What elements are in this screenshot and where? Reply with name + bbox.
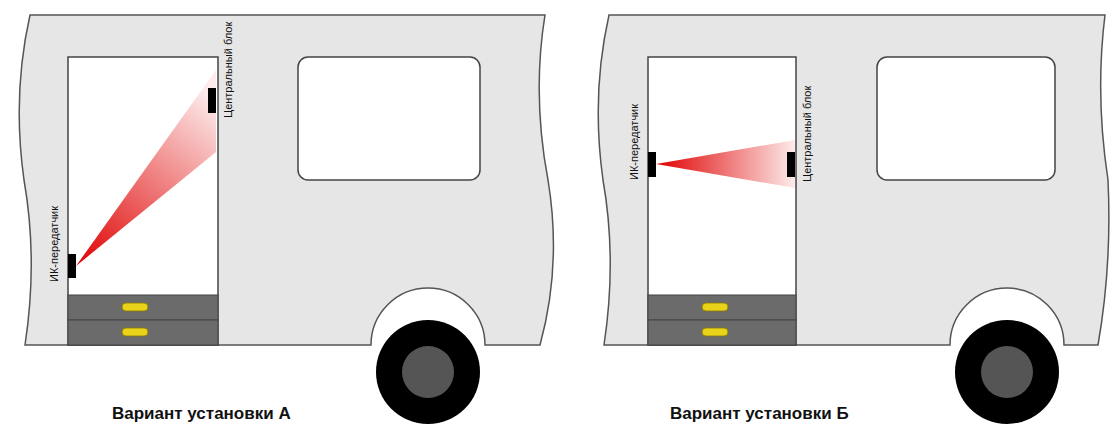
bus-a xyxy=(19,15,553,424)
central-unit xyxy=(787,152,795,177)
window xyxy=(298,57,480,180)
ir-beam xyxy=(656,140,795,188)
wheel-hub xyxy=(402,346,454,398)
door xyxy=(648,57,796,345)
step-light xyxy=(122,303,148,311)
wheel xyxy=(955,320,1059,424)
step-light xyxy=(702,328,728,336)
device-label: ИК-передатчик xyxy=(48,206,61,282)
central-unit xyxy=(208,88,216,113)
ir-beam xyxy=(76,70,216,266)
bus-b xyxy=(598,15,1109,424)
wheel-hub xyxy=(981,346,1033,398)
door xyxy=(68,57,218,345)
step xyxy=(648,320,796,345)
step xyxy=(648,295,796,320)
variant-caption: Вариант установки Б xyxy=(670,404,849,424)
step-light xyxy=(122,328,148,336)
step xyxy=(68,320,218,345)
step xyxy=(68,295,218,320)
ir-transmitter xyxy=(648,152,656,177)
device-label: Центральный блок xyxy=(222,22,235,118)
bus-body xyxy=(598,15,1109,345)
bus-body xyxy=(19,15,553,345)
step-light xyxy=(702,303,728,311)
device-label: Центральный блок xyxy=(801,86,814,182)
window xyxy=(877,57,1055,180)
variant-caption: Вариант установки А xyxy=(112,404,291,424)
ir-transmitter xyxy=(68,254,76,278)
wheel xyxy=(376,320,480,424)
device-label: ИК-передатчик xyxy=(628,104,641,180)
